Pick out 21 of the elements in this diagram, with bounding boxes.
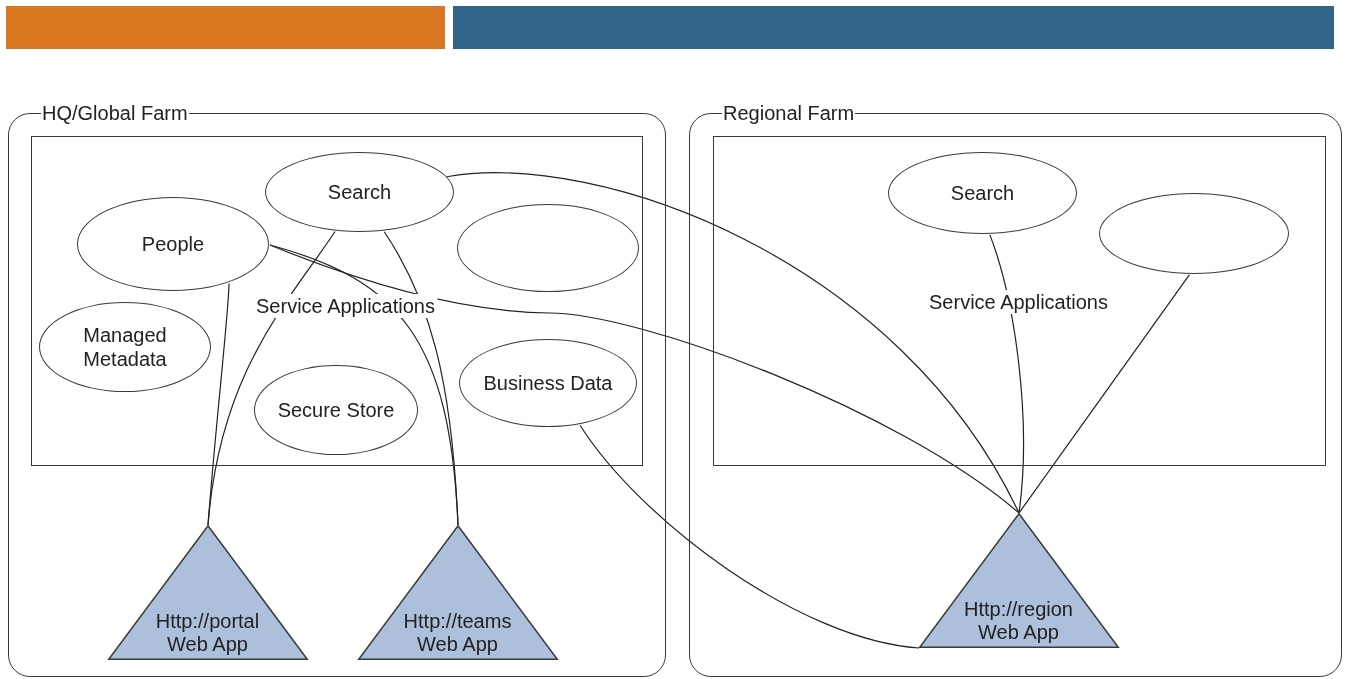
connector-line	[446, 172, 1020, 514]
connector-line	[1018, 274, 1190, 514]
web-app-label: Http://teams Web App	[402, 609, 513, 656]
connector-line	[579, 424, 920, 649]
web-app-label: Http://region Web App	[963, 597, 1074, 644]
service-label: Search	[950, 181, 1015, 205]
web-app-triangle	[918, 512, 1119, 648]
service-label: Search	[327, 180, 392, 204]
service-label: Secure Store	[277, 398, 395, 422]
service-label: People	[141, 232, 205, 256]
connector-line	[207, 230, 336, 526]
group-box	[712, 135, 1326, 466]
group-box	[30, 135, 643, 466]
web-app-triangle	[357, 524, 558, 660]
service-label: Managed Metadata	[82, 323, 168, 371]
connector-line	[383, 231, 459, 526]
connector-line	[269, 244, 1020, 514]
service-label: Business Data	[483, 371, 613, 395]
web-app-triangle	[107, 524, 308, 660]
connector-line	[989, 234, 1025, 514]
web-app-label: Http://portal Web App	[154, 609, 261, 656]
